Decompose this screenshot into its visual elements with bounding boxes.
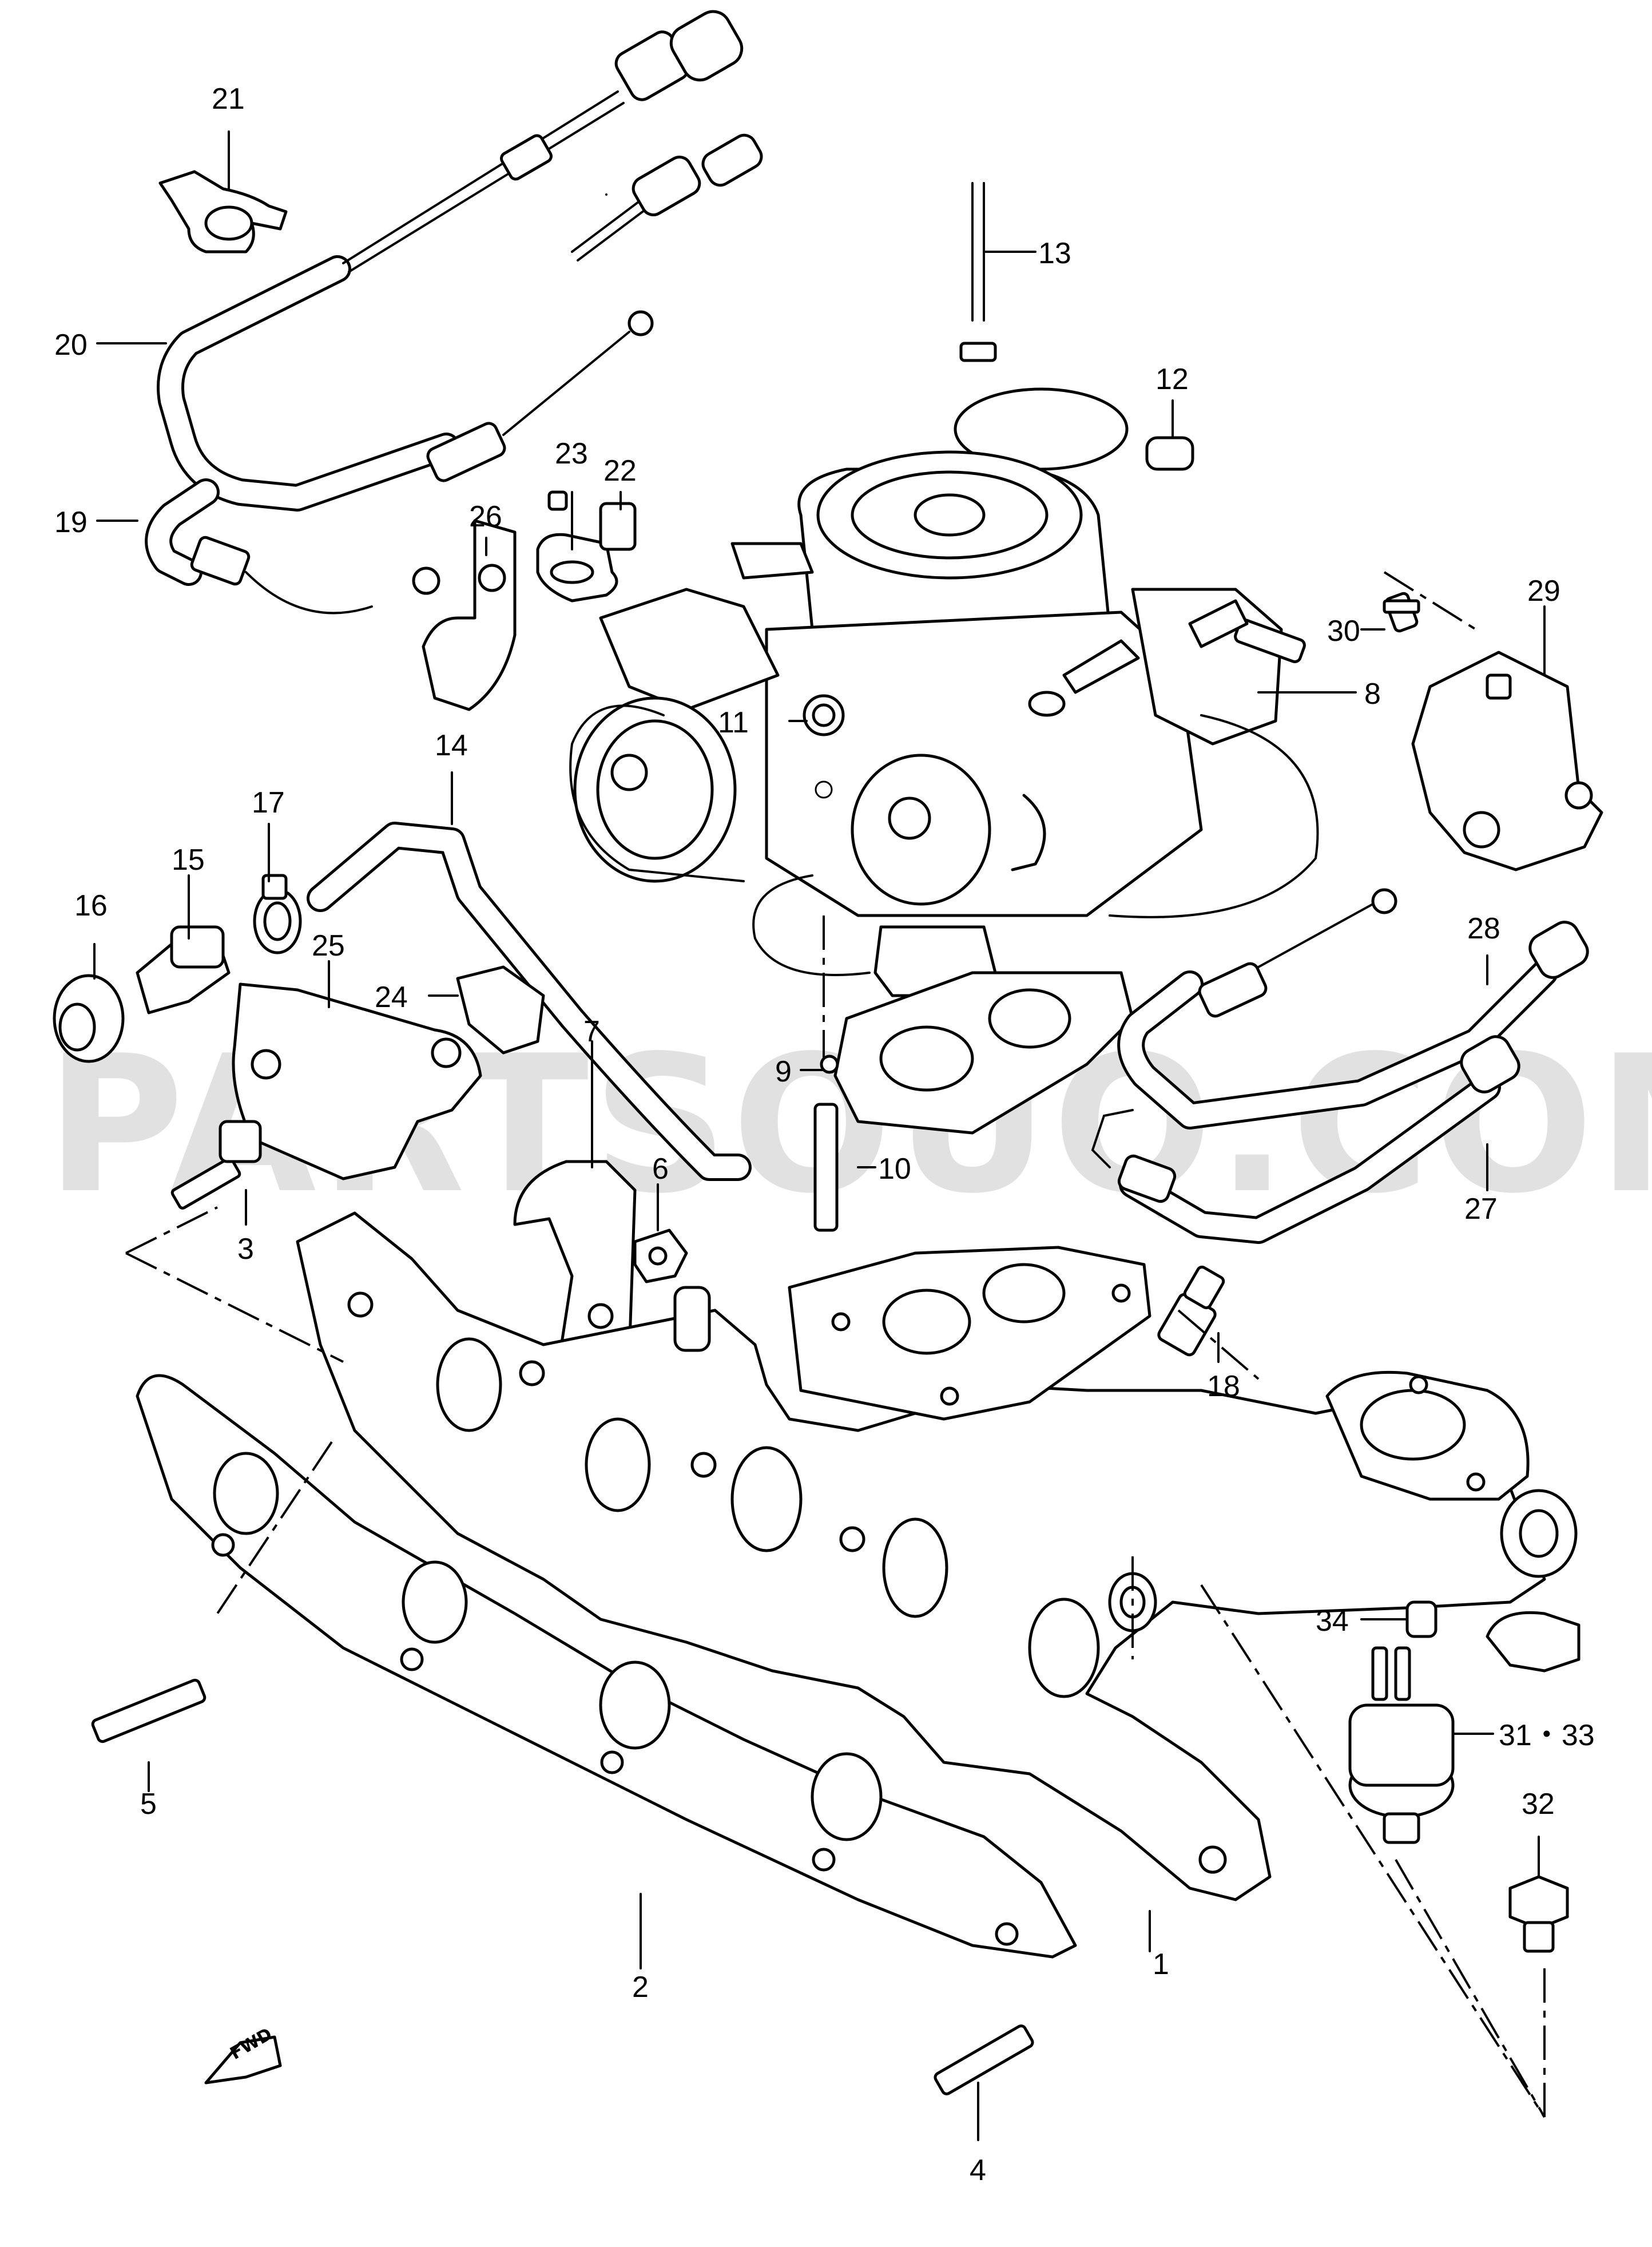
callout-25: 25 (312, 929, 345, 962)
callout-30: 30 (1327, 615, 1360, 648)
callout-labels: 1 2 3 4 5 6 7 8 9 10 11 12 13 14 15 16 1… (54, 82, 1595, 2187)
callout-19: 19 (54, 506, 88, 539)
bracket-25 (232, 982, 482, 1180)
callout-14: 14 (435, 729, 468, 762)
callout-12: 12 (1155, 363, 1189, 396)
clip-22-23 (536, 490, 637, 603)
callout-24: 24 (375, 981, 408, 1014)
clamp-21 (158, 170, 288, 253)
callout-27: 27 (1464, 1192, 1498, 1226)
callout-9: 9 (775, 1055, 792, 1088)
callout-1: 1 (1153, 1948, 1169, 1981)
callout-23: 23 (555, 437, 588, 470)
sensor-18 (1157, 1265, 1225, 1357)
callout-7: 7 (583, 1015, 600, 1048)
callout-31-33: 31・33 (1499, 1719, 1595, 1752)
callout-26: 26 (469, 500, 502, 533)
hose-14 (307, 822, 752, 1181)
sensor-15 (136, 925, 231, 1014)
stud-10 (813, 1103, 839, 1232)
callout-10: 10 (878, 1152, 911, 1186)
callout-34: 34 (1316, 1604, 1349, 1638)
carburetor-assembly (569, 182, 1420, 997)
cable-assembly-lower (1091, 888, 1589, 1244)
callout-18: 18 (1207, 1370, 1240, 1403)
callout-4: 4 (970, 2154, 986, 2187)
hose-clamp-17 (253, 874, 302, 954)
callout-5: 5 (140, 1788, 157, 1821)
bolt-3 (170, 1120, 262, 1210)
callout-29: 29 (1527, 574, 1560, 608)
callout-20: 20 (54, 328, 88, 362)
gasket-2 (136, 1374, 1077, 1959)
cable-assembly-upper (145, 10, 763, 615)
callout-21: 21 (212, 82, 245, 116)
clip-24 (456, 965, 545, 1055)
stud-5 (91, 1678, 206, 1743)
callout-6: 6 (652, 1152, 669, 1186)
callout-8: 8 (1364, 677, 1381, 711)
callout-32: 32 (1522, 1788, 1555, 1821)
callout-13: 13 (1038, 237, 1071, 270)
bracket-26 (422, 519, 517, 711)
switch-31-33 (1348, 1646, 1455, 1844)
stud-4 (934, 2024, 1034, 2095)
leader-lines (93, 130, 1546, 2141)
fitting-34 (1405, 1600, 1437, 1638)
callout-28: 28 (1467, 912, 1500, 945)
fitting-32 (1508, 1875, 1569, 1953)
callout-16: 16 (74, 889, 108, 922)
nut-6 (633, 1228, 688, 1283)
callout-11: 11 (718, 706, 749, 739)
callout-2: 2 (632, 1971, 649, 2004)
callout-22: 22 (603, 454, 637, 488)
fwd-arrow-icon: FWD (204, 2024, 282, 2084)
cap-16 (53, 974, 125, 1063)
callout-3: 3 (237, 1233, 254, 1266)
gasket-9 (820, 971, 1134, 1135)
callout-15: 15 (172, 843, 205, 877)
intake-manifold-1 (296, 1211, 1580, 1901)
bracket-29 (1411, 651, 1603, 871)
callout-17: 17 (252, 786, 285, 819)
